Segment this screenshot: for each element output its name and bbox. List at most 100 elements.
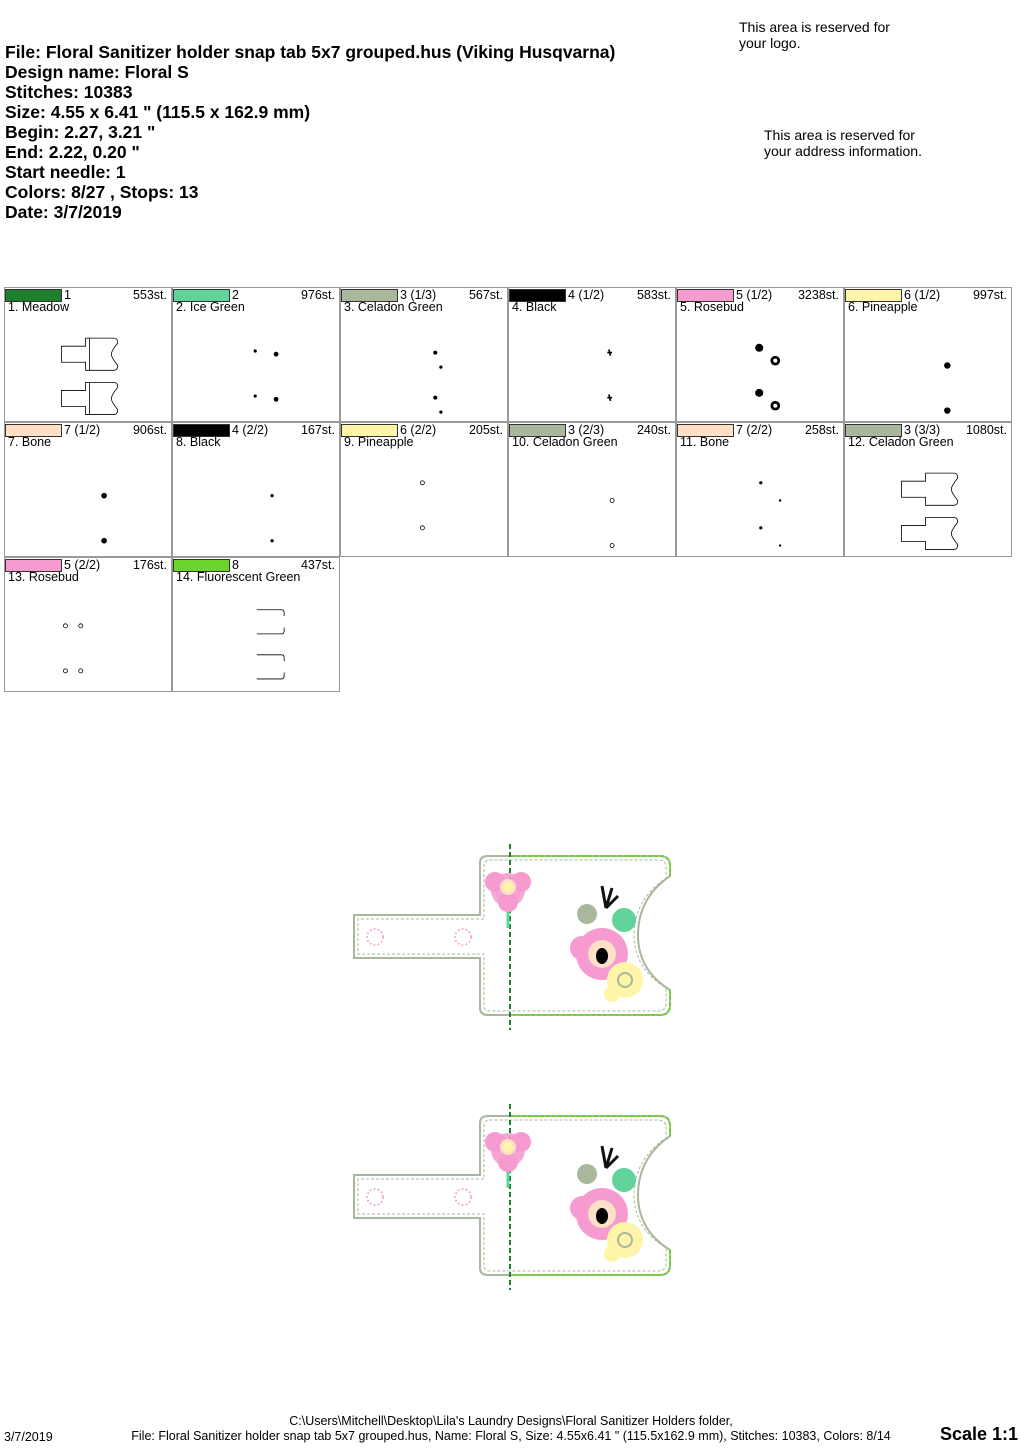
color-number: 5 (2/2): [64, 558, 101, 572]
info-begin: Begin: 2.27, 3.21 ": [5, 122, 156, 142]
step-thumbnail: [901, 472, 959, 550]
color-name: 10. Celadon Green: [512, 435, 618, 449]
color-number: 7 (2/2): [736, 423, 773, 437]
address-note: This area is reserved for your address i…: [764, 127, 922, 159]
color-number: 5 (1/2): [736, 288, 773, 302]
step-thumbnail: [256, 609, 285, 680]
color-swatch: [341, 289, 398, 302]
color-number: 8: [232, 558, 239, 572]
color-swatch: [341, 424, 398, 437]
color-step-5: 5 (1/2) 3238st. 5. Rosebud: [676, 287, 844, 422]
color-name: 11. Bone: [680, 435, 730, 449]
preview-unit-bottom: [352, 1102, 672, 1292]
color-swatch: [845, 424, 902, 437]
step-thumbnail: [609, 498, 615, 548]
info-stitches: Stitches: 10383: [5, 82, 133, 102]
step-thumbnail: [419, 480, 425, 531]
color-step-14: 8 437st.14. Fluorescent Green: [172, 557, 340, 692]
info-date: Date: 3/7/2019: [5, 202, 122, 222]
color-name: 14. Fluorescent Green: [176, 570, 301, 584]
step-thumbnail: [101, 492, 107, 544]
color-step-13: 5 (2/2) 176st. 13. Rosebud: [4, 557, 172, 692]
color-step-3: 3 (1/3) 567st. 3. Celadon Green: [340, 287, 508, 422]
color-swatch: [509, 289, 566, 302]
scale-label: Scale 1:1: [939, 1424, 1018, 1444]
color-step-1: 1 553st. 1. Meadow: [4, 287, 172, 422]
info-design-name: Design name: Floral S: [5, 62, 189, 82]
color-name: 12. Celadon Green: [848, 435, 954, 449]
stitch-count: 205st.: [468, 423, 503, 437]
color-step-11: 7 (2/2) 258st. 11. Bone: [676, 422, 844, 557]
color-number: 3 (2/3): [568, 423, 605, 437]
color-step-7: 7 (1/2) 906st. 7. Bone: [4, 422, 172, 557]
stitch-count: 3238st.: [797, 288, 839, 302]
color-number: 7 (1/2): [64, 423, 101, 437]
step-thumbnail: [270, 494, 274, 543]
color-swatch: [173, 559, 230, 572]
stitch-count: 240st.: [636, 423, 671, 437]
stitch-count: 176st.: [132, 558, 167, 572]
info-size: Size: 4.55 x 6.41 " (115.5 x 162.9 mm): [5, 102, 311, 122]
color-swatch: [5, 424, 62, 437]
step-thumbnail: [61, 337, 119, 415]
info-end: End: 2.22, 0.20 ": [5, 142, 140, 162]
color-name: 9. Pineapple: [344, 435, 414, 449]
color-name: 3. Celadon Green: [344, 300, 443, 314]
color-name: 7. Bone: [8, 435, 52, 449]
color-step-2: 2 976st. 2. Ice Green: [172, 287, 340, 422]
step-thumbnail: [755, 343, 781, 411]
footer-info: C:\Users\Mitchell\Desktop\Lila's Laundry…: [131, 1414, 891, 1443]
color-number: 4 (2/2): [232, 423, 269, 437]
stitch-count: 167st.: [300, 423, 335, 437]
stitch-count: 976st.: [300, 288, 335, 302]
color-number: 1: [64, 288, 71, 302]
logo-note: This area is reserved for your logo.: [739, 19, 890, 51]
color-swatch: [677, 289, 734, 302]
color-number: 2: [232, 288, 239, 302]
color-step-6: 6 (1/2) 997st. 6. Pineapple: [844, 287, 1012, 422]
color-swatch: [5, 289, 62, 302]
step-thumbnail: [433, 350, 443, 414]
color-name: 13. Rosebud: [8, 570, 79, 584]
preview-unit-top: [353, 844, 671, 1030]
design-preview: [352, 844, 672, 1292]
color-swatch: [5, 559, 62, 572]
color-number: 6 (2/2): [400, 423, 437, 437]
stitch-count: 997st.: [972, 288, 1007, 302]
stitch-count: 906st.: [132, 423, 167, 437]
color-name: 8. Black: [176, 435, 221, 449]
color-step-10: 3 (2/3) 240st. 10. Celadon Green: [508, 422, 676, 557]
stitch-count: 1080st.: [965, 423, 1007, 437]
color-step-4: 4 (1/2) 583st. 4. Black: [508, 287, 676, 422]
info-start-needle: Start needle: 1: [5, 162, 126, 182]
stitch-count: 567st.: [468, 288, 503, 302]
color-number: 3 (1/3): [400, 288, 437, 302]
color-name: 4. Black: [512, 300, 557, 314]
stitch-count: 258st.: [804, 423, 839, 437]
color-step-12: 3 (3/3) 1080st. 12. Celadon Green: [844, 422, 1012, 557]
color-swatch: [677, 424, 734, 437]
color-number: 6 (1/2): [904, 288, 941, 302]
info-colors: Colors: 8/27 , Stops: 13: [5, 182, 199, 202]
step-thumbnail: [253, 349, 279, 402]
color-name: 5. Rosebud: [680, 300, 744, 314]
color-number: 3 (3/3): [904, 423, 941, 437]
color-name: 1. Meadow: [8, 300, 70, 314]
color-swatch: [845, 289, 902, 302]
info-file: File: Floral Sanitizer holder snap tab 5…: [5, 42, 616, 62]
step-thumbnail: [63, 623, 84, 674]
color-name: 2. Ice Green: [176, 300, 245, 314]
color-number: 4 (1/2): [568, 288, 605, 302]
stitch-count: 553st.: [132, 288, 167, 302]
color-step-8: 4 (2/2) 167st. 8. Black: [172, 422, 340, 557]
color-swatch: [173, 289, 230, 302]
color-name: 6. Pineapple: [848, 300, 918, 314]
color-swatch: [173, 424, 230, 437]
stitch-count: 437st.: [300, 558, 335, 572]
step-thumbnail: [607, 349, 613, 402]
color-swatch: [509, 424, 566, 437]
footer-date: 3/7/2019: [4, 1430, 53, 1444]
stitch-count: 583st.: [636, 288, 671, 302]
step-thumbnail: [759, 481, 782, 547]
color-step-9: 6 (2/2) 205st. 9. Pineapple: [340, 422, 508, 557]
